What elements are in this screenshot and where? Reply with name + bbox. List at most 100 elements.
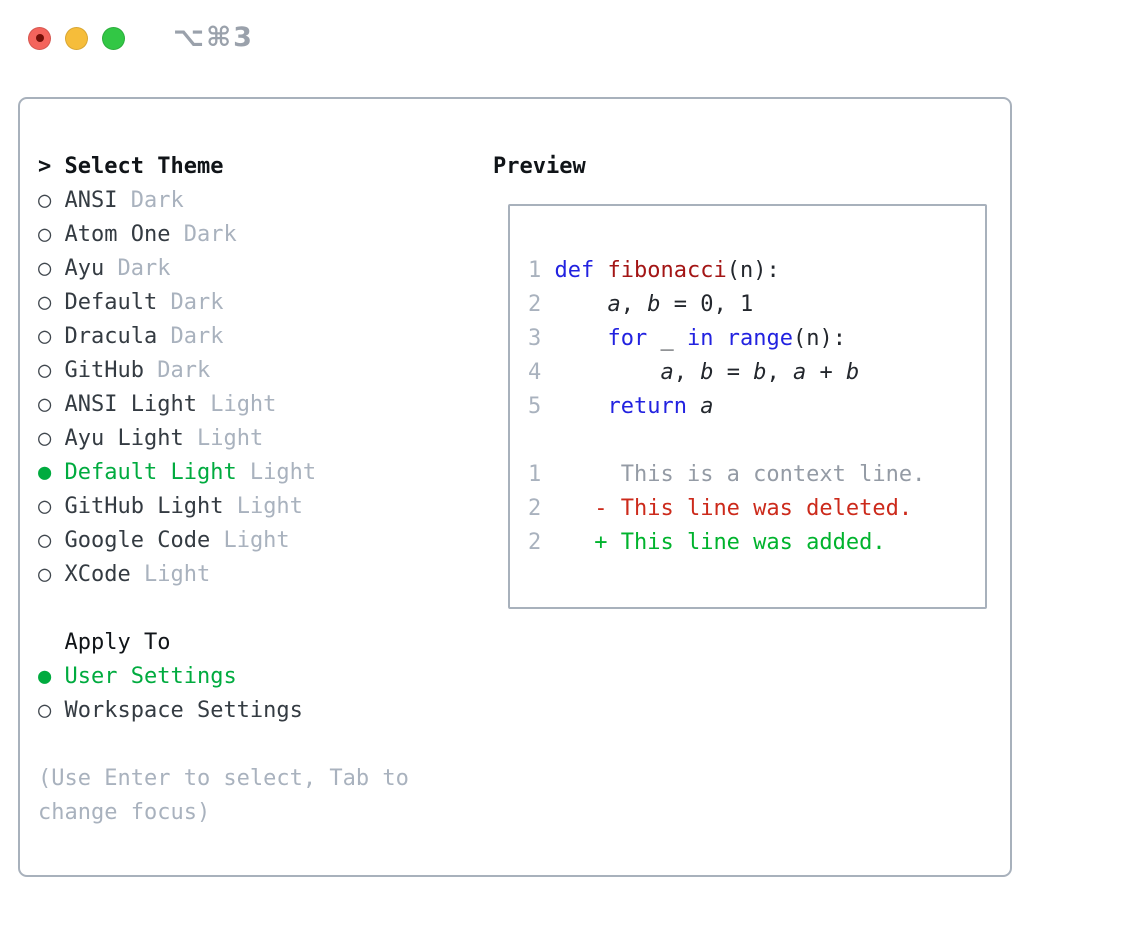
minimize-button[interactable] [65, 26, 88, 50]
theme-option-default-dark[interactable]: ○ Default Dark [38, 286, 493, 320]
theme-name: Ayu Light [64, 426, 184, 451]
token-pl: , [766, 360, 793, 385]
radio-icon: ○ [38, 426, 65, 451]
token-var: a [792, 360, 807, 385]
token-var: b [753, 360, 767, 385]
radio-icon: ○ [38, 290, 65, 315]
theme-variant: Dark [157, 290, 224, 315]
theme-option-atom-one-dark[interactable]: ○ Atom One Dark [38, 218, 493, 252]
theme-name: GitHub [64, 358, 144, 383]
preview-section: Preview 1 def fibonacci(n):2 a, b = 0, 1… [493, 99, 1010, 875]
line-number: 1 [528, 462, 555, 487]
theme-option-ansi-light-light[interactable]: ○ ANSI Light Light [38, 388, 493, 422]
theme-option-default-light-light[interactable]: ● Default Light Light [38, 456, 493, 490]
line-number: 5 [528, 394, 555, 419]
token-pl: (n): [792, 326, 846, 351]
theme-option-ayu-dark[interactable]: ○ Ayu Dark [38, 252, 493, 286]
theme-variant: Light [210, 528, 290, 553]
theme-name: Default Light [64, 460, 237, 485]
token-pl: _ [647, 326, 687, 351]
token-var: b [647, 292, 661, 317]
radio-selected-icon: ● [38, 664, 65, 689]
keyboard-shortcut-label: ⌥⌘3 [173, 22, 254, 53]
theme-variant: Dark [117, 188, 184, 213]
apply-option-label: User Settings [64, 664, 237, 689]
token-pl [594, 258, 607, 283]
theme-name: Dracula [64, 324, 158, 349]
theme-variant: Light [183, 426, 264, 451]
line-number: 2 [528, 530, 555, 555]
token-var: a [660, 360, 674, 385]
spacer [38, 728, 493, 762]
theme-option-github-dark[interactable]: ○ GitHub Dark [38, 354, 493, 388]
theme-list: > Select Theme○ ANSI Dark○ Atom One Dark… [20, 99, 493, 875]
theme-option-ansi-dark[interactable]: ○ ANSI Dark [38, 184, 493, 218]
theme-name: Atom One [64, 222, 171, 247]
token-pl: (n): [726, 258, 780, 283]
token-kw: def [554, 258, 595, 283]
theme-selector-panel: > Select Theme○ ANSI Dark○ Atom One Dark… [18, 97, 1012, 877]
preview-line-diff-deleted: 2 - This line was deleted. [528, 492, 985, 526]
theme-name: Google Code [64, 528, 211, 553]
spacer [38, 592, 493, 626]
token-pl: = [713, 360, 754, 385]
apply-option-user-settings[interactable]: ● User Settings [38, 660, 493, 694]
token-var: a [607, 292, 621, 317]
token-kw: range [726, 326, 793, 351]
token-del: - This line was deleted. [554, 496, 913, 521]
token-add: + This line was added. [554, 530, 886, 555]
token-kw: return [607, 394, 687, 419]
theme-variant: Dark [143, 358, 211, 383]
help-text-line-2: change focus) [38, 800, 211, 825]
preview-line-code: 2 a, b = 0, 1 [528, 288, 985, 322]
preview-line-code: 3 for _ in range(n): [528, 322, 985, 356]
token-pl [555, 360, 661, 385]
token-var: b [700, 360, 714, 385]
radio-icon: ○ [38, 392, 65, 417]
token-pl [555, 394, 608, 419]
token-pl: , [673, 360, 701, 385]
preview-line-blank [528, 424, 985, 458]
help-text-line-1: (Use Enter to select, Tab to [38, 766, 409, 791]
zoom-button[interactable] [102, 26, 125, 50]
theme-variant: Light [236, 460, 317, 485]
apply-option-workspace-settings[interactable]: ○ Workspace Settings [38, 694, 493, 728]
theme-name: ANSI [64, 188, 118, 213]
radio-icon: ○ [38, 528, 65, 553]
radio-selected-icon: ● [38, 460, 65, 485]
theme-option-google-code-light[interactable]: ○ Google Code Light [38, 524, 493, 558]
select-theme-header-label: Select Theme [64, 154, 224, 179]
token-fn: fibonacci [607, 258, 727, 283]
theme-variant: Light [223, 494, 303, 519]
cursor-icon: > [38, 154, 65, 179]
theme-variant: Light [196, 392, 277, 417]
radio-icon: ○ [38, 256, 65, 281]
radio-icon: ○ [38, 188, 65, 213]
theme-name: Ayu [64, 256, 105, 281]
radio-icon: ○ [38, 698, 65, 723]
indent [38, 630, 65, 655]
theme-option-xcode-light[interactable]: ○ XCode Light [38, 558, 493, 592]
preview-header: Preview [493, 154, 586, 179]
token-kw: in [686, 326, 714, 351]
token-var: a [700, 394, 714, 419]
select-theme-header: > Select Theme [38, 150, 493, 184]
theme-option-dracula-dark[interactable]: ○ Dracula Dark [38, 320, 493, 354]
close-button[interactable] [28, 26, 51, 50]
preview-line-diff-context: 1 This is a context line. [528, 458, 985, 492]
theme-variant: Dark [157, 324, 224, 349]
radio-icon: ○ [38, 562, 65, 587]
titlebar: ⌥⌘3 [28, 22, 254, 53]
radio-icon: ○ [38, 324, 65, 349]
theme-variant: Dark [170, 222, 237, 247]
theme-option-github-light-light[interactable]: ○ GitHub Light Light [38, 490, 493, 524]
token-pl [555, 326, 608, 351]
theme-option-ayu-light-light[interactable]: ○ Ayu Light Light [38, 422, 493, 456]
radio-icon: ○ [38, 494, 65, 519]
apply-to-header: Apply To [38, 626, 493, 660]
line-number: 4 [528, 360, 555, 385]
theme-name: ANSI Light [64, 392, 197, 417]
line-number: 2 [528, 292, 555, 317]
